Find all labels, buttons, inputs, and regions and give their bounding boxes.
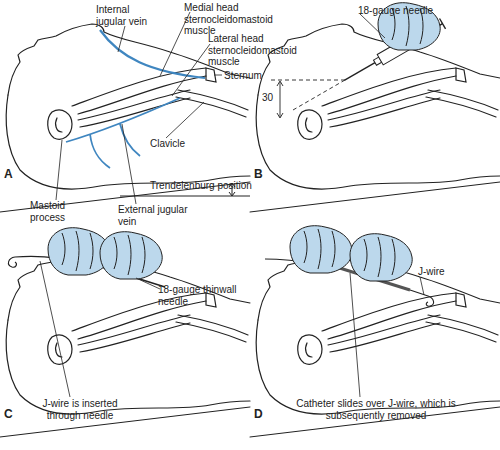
anatomy-label: Mastoid process — [30, 200, 92, 223]
instrument-label: 18-gauge needle — [358, 5, 433, 17]
panel-letter: C — [4, 408, 13, 422]
step-caption: J-wire is inserted through needle — [30, 398, 130, 421]
position-label: Trendelenburg position — [150, 180, 252, 192]
gloved-hand — [350, 234, 412, 281]
needle — [345, 63, 375, 80]
panel-letter: A — [4, 168, 13, 182]
panel-letter: B — [254, 168, 263, 182]
panel-c — [0, 228, 250, 437]
horizontal-axis — [270, 80, 345, 81]
anatomy-label: Internal jugular vein — [96, 4, 158, 27]
angle-label: 30 — [262, 92, 273, 104]
panel-letter: D — [254, 408, 263, 422]
panel-b — [250, 3, 500, 212]
leader-line — [40, 261, 160, 397]
leader-line — [360, 14, 385, 38]
anatomy-label: Clavicle — [150, 138, 185, 150]
instrument-label: 18-gauge thinwall needle — [158, 284, 240, 307]
leader-line — [350, 273, 424, 397]
step-caption: Catheter slides over J-wire, which is su… — [292, 398, 460, 421]
gloved-hand — [290, 226, 352, 273]
leader-line — [56, 12, 222, 204]
external-jugular-vein — [66, 98, 180, 168]
anatomy-label: Lateral head sternocleidomastoid muscle — [208, 33, 316, 68]
horizontal-reference — [120, 196, 250, 197]
angle-arrow — [277, 81, 283, 118]
j-wire-tip — [410, 290, 434, 306]
anatomy-label: Sternum — [224, 70, 262, 82]
panel-d — [250, 226, 500, 437]
internal-jugular-vein — [100, 30, 205, 78]
anatomy-label: Medial head sternocleidomastoid muscle — [184, 2, 292, 37]
instrument-label: J-wire — [418, 266, 445, 278]
needle-axis — [293, 80, 345, 110]
anatomy-label: External jugular vein — [118, 204, 188, 227]
gloved-hand — [100, 232, 162, 279]
